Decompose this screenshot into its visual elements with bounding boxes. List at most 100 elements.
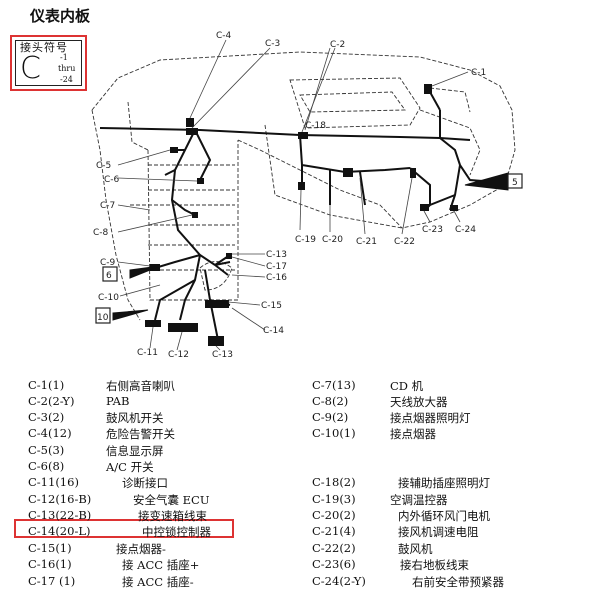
- list-item-description: 中控锁控制器: [142, 525, 211, 539]
- list-item-code: C-10(1): [312, 426, 356, 440]
- connector-c19: [298, 182, 305, 190]
- list-item-code: C-13(22-B): [28, 508, 92, 522]
- list-item-description: 接点烟器: [390, 427, 436, 441]
- label-c17: C-17: [266, 262, 287, 272]
- connector-labels: C-1 C-2 C-3 C-4 C-5 C-6 C-7 C-8 C-9 C-10…: [93, 31, 518, 360]
- list-item-description: 接右地板线束: [400, 558, 469, 572]
- ground-box-6: [102, 266, 118, 282]
- list-item-description: CD 机: [390, 379, 424, 393]
- label-c4: C-4: [216, 31, 232, 41]
- label-box-5: 5: [512, 178, 518, 188]
- list-item-description: 接 ACC 插座-: [122, 575, 194, 589]
- connector-c8: [192, 212, 198, 218]
- list-item-code: C-12(16-B): [28, 492, 92, 506]
- list-item-code: C-5(3): [28, 443, 65, 457]
- label-c9: C-9: [100, 258, 116, 268]
- connector-c15: [205, 300, 229, 308]
- label-c22: C-22: [394, 237, 415, 247]
- highlight-c14-row: [14, 519, 234, 538]
- ground-10: [112, 309, 149, 321]
- label-c13b: C-13: [266, 250, 287, 260]
- connector-c6: [197, 178, 204, 184]
- list-item-description: 右前安全带预紧器: [412, 575, 504, 589]
- list-item-description: 鼓风机开关: [106, 411, 164, 425]
- list-item-code: C-24(2-Y): [312, 574, 366, 588]
- list-item-description: 安全气囊 ECU: [133, 493, 210, 507]
- list-item-description: 空调温控器: [390, 493, 448, 507]
- ground-box-5: [507, 173, 523, 189]
- legend-header: 接头符号: [20, 41, 68, 54]
- label-c2: C-2: [330, 40, 345, 50]
- legend-range-bot: -24: [60, 75, 73, 84]
- label-c23: C-23: [422, 225, 443, 235]
- label-c3: C-3: [265, 39, 280, 49]
- dashboard-wiring-diagram: C-1 C-2 C-3 C-4 C-5 C-6 C-7 C-8 C-9 C-10…: [91, 31, 523, 360]
- label-c11: C-11: [137, 348, 158, 358]
- ground-box-10: [95, 307, 111, 324]
- label-c15: C-15: [261, 301, 282, 311]
- label-c20: C-20: [322, 235, 343, 245]
- list-item-description: 鼓风机: [398, 542, 433, 556]
- ground-6: [129, 265, 161, 279]
- list-item-description: 危险告警开关: [106, 427, 175, 441]
- list-item-description: 接点烟器照明灯: [390, 411, 471, 425]
- label-c13: C-13: [212, 350, 233, 360]
- leader-lines: [117, 39, 469, 351]
- list-item-description: 接 ACC 插座+: [122, 558, 200, 572]
- list-item-code: C-21(4): [312, 524, 356, 538]
- list-item-description: 天线放大器: [390, 395, 448, 409]
- dashboard-outline: [91, 51, 516, 321]
- wire-harness: [99, 91, 496, 341]
- label-c16: C-16: [266, 273, 287, 283]
- connector-c24: [450, 205, 458, 211]
- list-item-code: C-9(2): [312, 410, 349, 424]
- list-item-code: C-1(1): [28, 378, 65, 392]
- list-item-code: C-20(2): [312, 508, 356, 522]
- legend-range-mid: thru: [58, 64, 76, 73]
- label-c24: C-24: [455, 225, 476, 235]
- list-item-code: C-18(2): [312, 475, 356, 489]
- list-item-code: C-6(8): [28, 459, 65, 473]
- list-item-code: C-23(6): [312, 557, 356, 571]
- list-item-description: 内外循环风门电机: [398, 509, 490, 523]
- list-item-description: PAB: [106, 394, 130, 408]
- connector-symbol-legend: 接头符号 C -1 thru -24: [10, 35, 87, 91]
- label-box-6: 6: [106, 271, 112, 281]
- connector-c3: [186, 128, 198, 135]
- list-item-code: C-11(16): [28, 475, 79, 489]
- list-item-code: C-16(1): [28, 557, 72, 571]
- connector-c22: [410, 168, 416, 178]
- list-item-code: C-8(2): [312, 394, 349, 408]
- list-item-code: C-4(12): [28, 426, 72, 440]
- label-c8: C-8: [93, 228, 109, 238]
- label-c10: C-10: [98, 293, 119, 303]
- label-c12: C-12: [168, 350, 189, 360]
- legend-inner-frame: [15, 40, 82, 86]
- connector-c17: [226, 253, 232, 259]
- list-item-description: 右侧高音喇叭: [106, 379, 175, 393]
- list-item-description: 接点烟器-: [116, 542, 166, 556]
- list-item-description: 接变速箱线束: [138, 509, 207, 523]
- list-item-code: C-15(1): [28, 541, 72, 555]
- list-item-code: C-2(2-Y): [28, 394, 75, 408]
- label-c14: C-14: [263, 326, 284, 336]
- legend-range-top: -1: [60, 53, 68, 62]
- connector-c13: [208, 336, 224, 346]
- label-c1: C-1: [471, 68, 486, 78]
- ground-5: [464, 172, 509, 191]
- label-box-10: 10: [97, 313, 109, 323]
- connector-c12: [168, 323, 198, 332]
- list-item-description: A/C 开关: [106, 460, 154, 474]
- list-item-code: C-19(3): [312, 492, 356, 506]
- connector-c1: [424, 84, 432, 94]
- list-item-code: C-17 (1): [28, 574, 76, 588]
- connector-c23: [420, 204, 429, 211]
- connector-c11: [145, 320, 161, 327]
- list-item-description: 信息显示屏: [106, 444, 164, 458]
- list-item-code: C-3(2): [28, 410, 65, 424]
- list-item-description: 接辅助插座照明灯: [398, 476, 490, 490]
- list-item-description: 诊断接口: [122, 476, 168, 490]
- list-item-description: 接风机调速电阻: [398, 525, 479, 539]
- label-c21: C-21: [356, 237, 377, 247]
- ground-points: [112, 172, 509, 321]
